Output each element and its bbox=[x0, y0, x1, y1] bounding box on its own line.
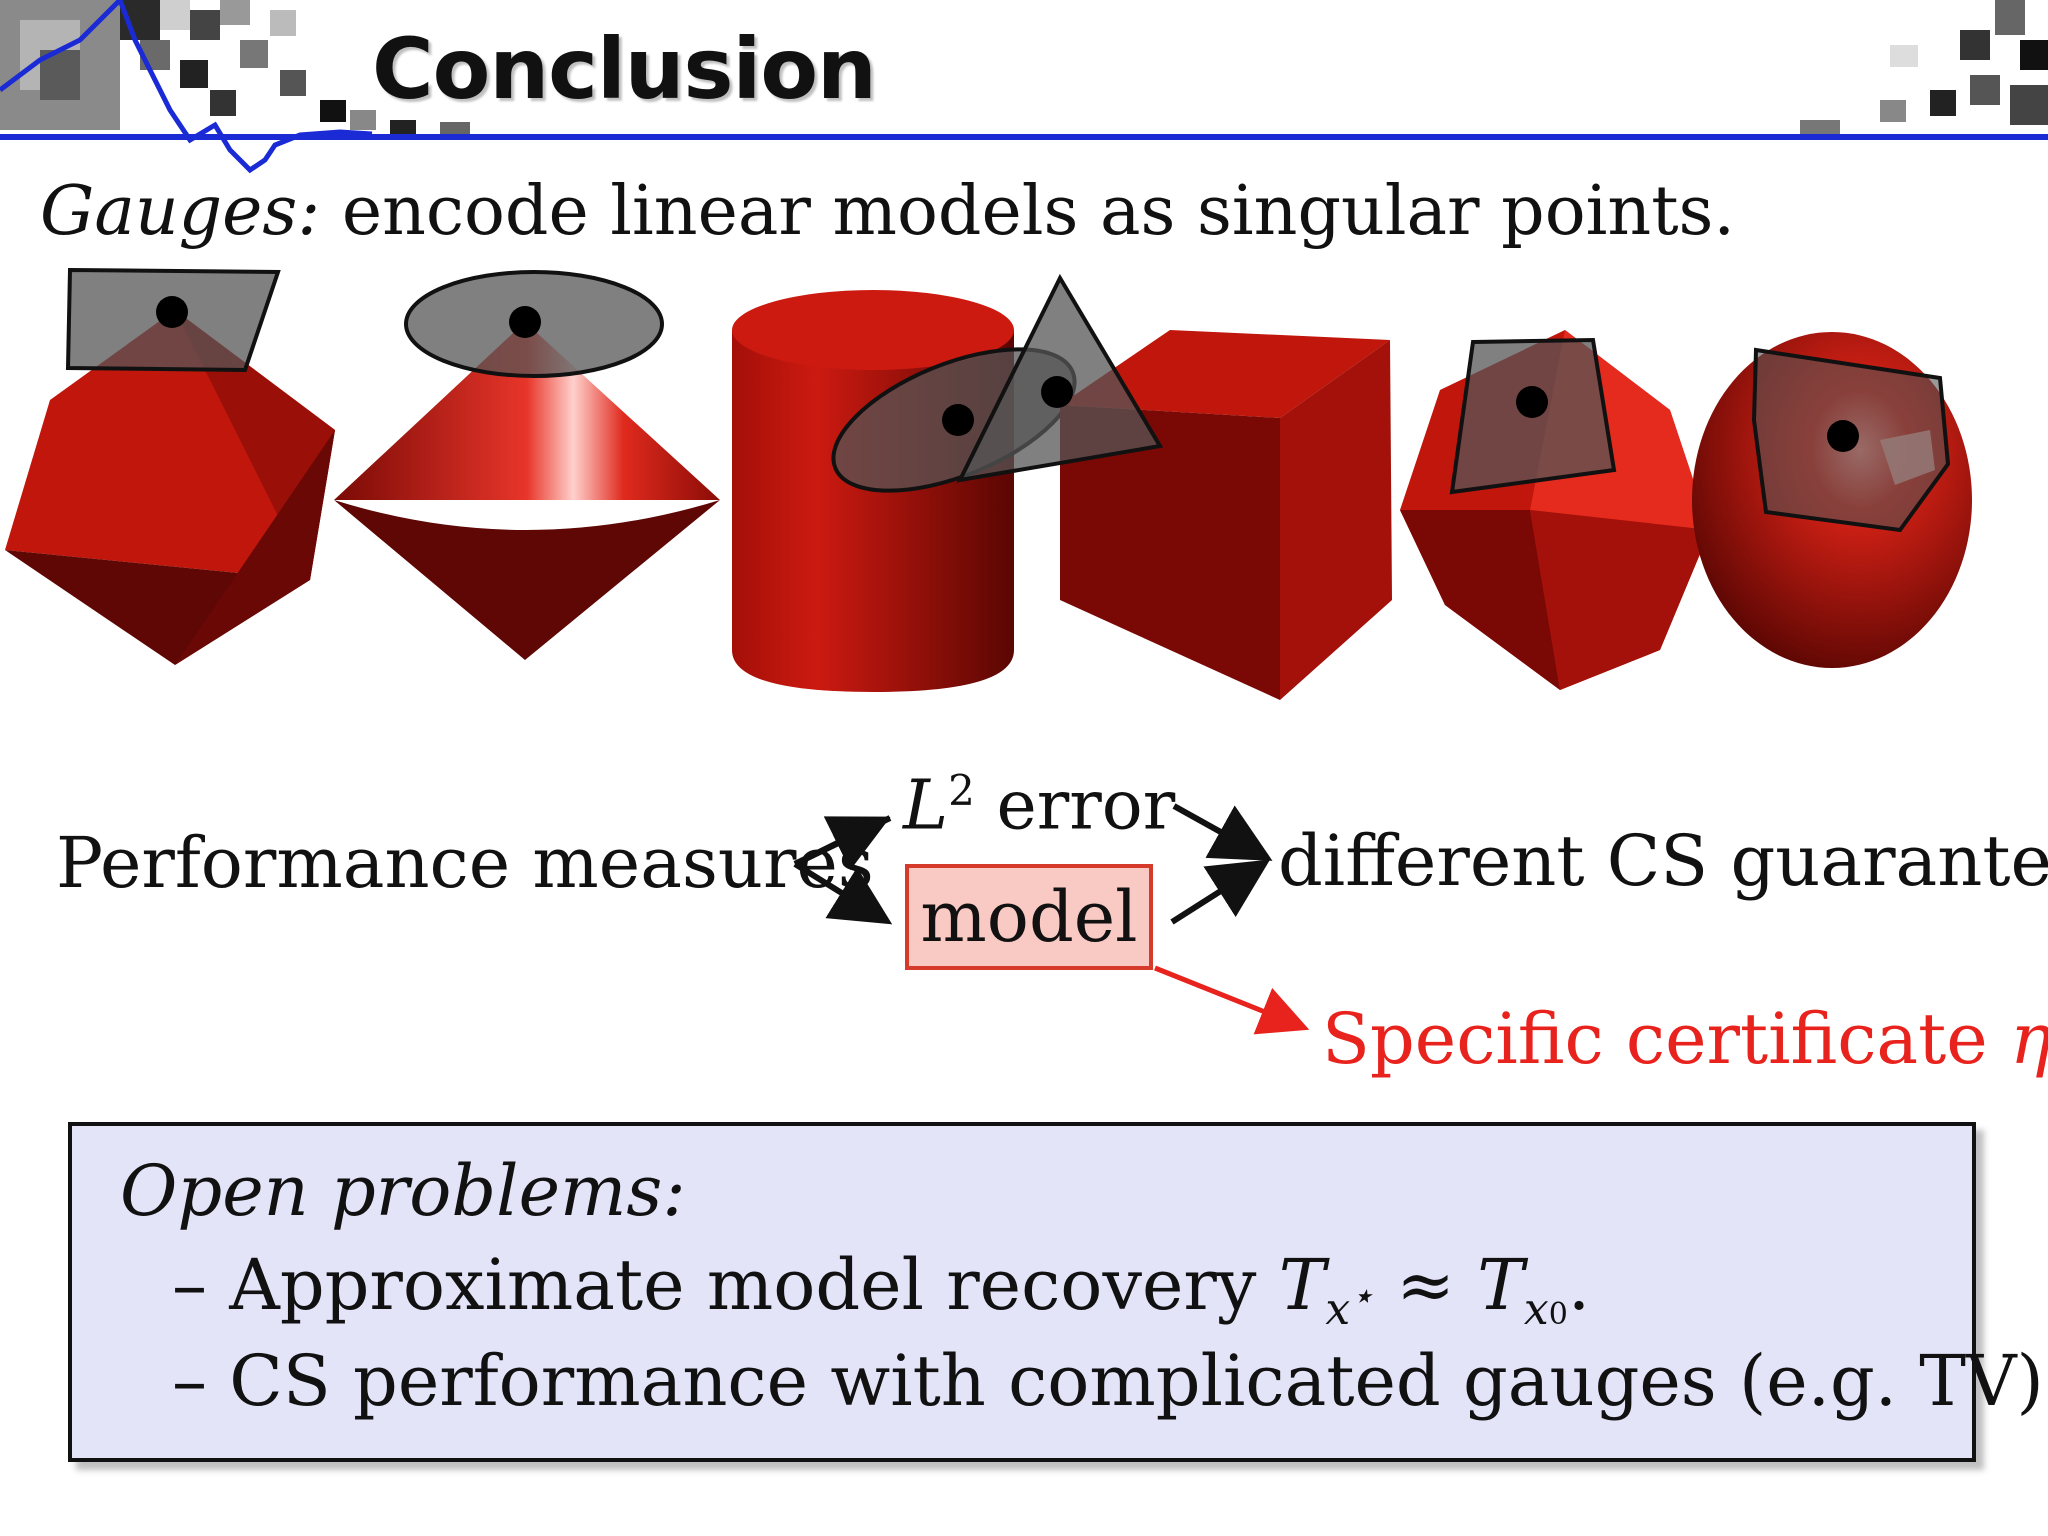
math-t-star: Tx⋆ bbox=[1278, 1244, 1375, 1335]
open-problem-item-2: – CS performance with complicated gauges… bbox=[172, 1340, 2048, 1422]
performance-measures-label: Performance measures bbox=[56, 822, 874, 904]
model-label: model bbox=[920, 876, 1138, 958]
open-problems-title: Open problems: bbox=[120, 1150, 686, 1232]
l2-letter: L bbox=[903, 766, 949, 846]
header-underline bbox=[0, 134, 2048, 140]
certificate-text: Specific certificate bbox=[1322, 998, 1988, 1080]
octahedron-shape bbox=[5, 267, 335, 665]
double-cone-shape bbox=[334, 270, 720, 660]
l2-error-label: L2 error bbox=[903, 766, 1175, 846]
l2-error-word: error bbox=[996, 766, 1176, 846]
header-signal-line bbox=[0, 0, 373, 174]
gauges-term: Gauges: bbox=[40, 172, 321, 251]
item-dash: – bbox=[172, 1340, 207, 1422]
gauges-text: encode linear models as singular points. bbox=[341, 172, 1736, 251]
math-approx: ≈ bbox=[1396, 1244, 1455, 1326]
l2-exponent: 2 bbox=[948, 766, 975, 815]
model-box: model bbox=[905, 864, 1153, 970]
certificate-symbol: η bbox=[2009, 998, 2048, 1080]
diagram-arrows bbox=[793, 803, 1310, 1035]
math-t-zero: Tx0 bbox=[1477, 1244, 1568, 1335]
arrow-model-to-certificate bbox=[1154, 965, 1310, 1035]
arrow-l2-to-guarantees bbox=[1172, 803, 1273, 861]
cube-shape bbox=[956, 273, 1392, 700]
guarantees-label: different CS guarantees bbox=[1278, 820, 2048, 902]
open-problems-box bbox=[68, 1122, 1976, 1462]
header-pixel-pattern-right bbox=[1800, 0, 2048, 134]
polyhedron-shape bbox=[1400, 330, 1710, 690]
item-text: CS performance with complicated gauges (… bbox=[229, 1340, 2048, 1422]
open-problem-item-1: – Approximate model recovery Tx⋆ ≈ Tx0. bbox=[172, 1244, 1590, 1335]
gauges-figure bbox=[5, 267, 1972, 700]
header-decoration bbox=[0, 0, 2048, 174]
page-title: Conclusion bbox=[372, 20, 877, 118]
arrow-head-l2 bbox=[793, 816, 891, 871]
item-text: Approximate model recovery bbox=[229, 1244, 1257, 1326]
arrow-to-model bbox=[793, 861, 893, 925]
certificate-label: Specific certificate η0. bbox=[1322, 998, 2048, 1089]
polytope-ball-shape bbox=[1692, 332, 1972, 668]
item-dash: – bbox=[172, 1244, 207, 1326]
gauges-statement: Gauges: encode linear models as singular… bbox=[40, 172, 1735, 251]
item-end: . bbox=[1567, 1244, 1591, 1326]
arrow-model-to-guarantees bbox=[1170, 859, 1271, 925]
